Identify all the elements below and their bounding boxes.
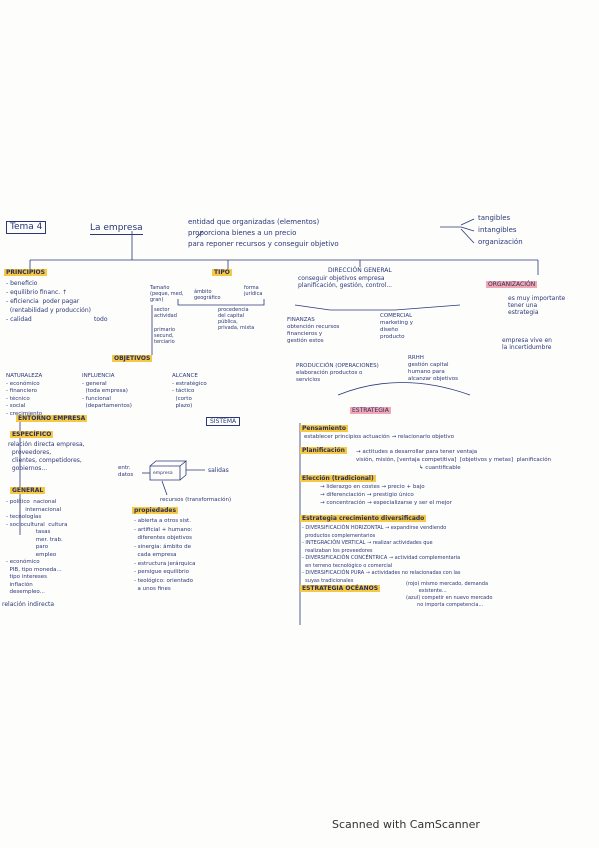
- sistema-salidas: salidas: [208, 467, 229, 474]
- objetivos-influencia: INFLUENCIA - general (toda empresa) - fu…: [82, 373, 132, 409]
- elemento-organizacion: organización: [478, 238, 523, 246]
- sistema-heading: SISTEMA: [206, 417, 241, 426]
- tema-label: Tema 4: [6, 221, 47, 234]
- tipo-ambito: ámbito geográfico: [194, 289, 221, 301]
- organizacion-desc-2: empresa vive en la incertidumbre: [502, 337, 552, 351]
- sistema-entradas: entr. datos: [118, 465, 134, 478]
- oceanos-heading: ESTRATEGIA OCÉANOS: [300, 585, 381, 592]
- propiedades-list: - abierta a otros sist. - artificial + h…: [134, 518, 196, 592]
- sistema-empresa: empresa: [153, 471, 173, 476]
- estrategia-pensamiento: Pensamiento: [300, 425, 348, 432]
- empresa-title: La empresa: [90, 223, 143, 235]
- objetivos-heading: OBJETIVOS: [112, 355, 153, 362]
- elemento-tangibles: tangibles: [478, 214, 511, 222]
- entorno-general: GENERAL: [10, 487, 46, 494]
- estrategia-planificacion: Planificación: [300, 447, 347, 454]
- entorno-general-desc: - político nacional internacional - tecn…: [6, 499, 68, 595]
- direccion-finanzas: FINANZAS obtención recursos financieros …: [287, 317, 340, 344]
- notes-sheet: Tema 4 La empresa entidad que organizada…: [0, 205, 599, 645]
- tipo-sector: sector actividad: [154, 307, 177, 319]
- tipo-tamano: Tamaño (peque, med, gran): [150, 285, 184, 303]
- tipo-forma: forma jurídica: [244, 285, 263, 297]
- objetivos-naturaleza: NATURALEZA - económico - financiero - té…: [6, 373, 43, 417]
- estrategia-pensamiento-desc: establecer principios actuación → relaci…: [304, 434, 454, 440]
- estrategia-planificacion-desc: → actitudes a desarrollar para tener ven…: [356, 449, 552, 471]
- direccion-produccion: PRODUCCIÓN (OPERACIONES) elaboración pro…: [296, 363, 379, 383]
- elemento-intangibles: intangibles: [478, 226, 517, 234]
- tipo-heading: TIPO: [212, 269, 232, 276]
- entorno-especifico-desc: relación directa empresa, proveedores, c…: [8, 441, 85, 472]
- entorno-heading: ENTORNO EMPRESA: [16, 415, 88, 422]
- direccion-desc: conseguir objetivos empresa planificació…: [298, 275, 393, 289]
- estrategia-eleccion: Elección (tradicional): [300, 475, 376, 482]
- tipo-primario: primario secund, terciario: [154, 327, 176, 345]
- principios-list: - beneficio - equilibrio financ. ↑ - efi…: [6, 280, 91, 323]
- entorno-especifico: ESPECÍFICO: [10, 431, 54, 438]
- crecimiento-list: - DIVERSIFICACIÓN HORIZONTAL → expandirs…: [302, 525, 461, 584]
- connector-lines: [19, 218, 539, 625]
- oceanos-desc: (rojo) mismo mercado, demanda existente.…: [406, 581, 493, 608]
- principios-heading: PRINCIPIOS: [4, 269, 47, 276]
- direccion-rrhh: RRHH gestión capital humano para alcanza…: [408, 355, 458, 382]
- crecimiento-heading: Estrategia crecimiento diversificado: [300, 515, 427, 522]
- organizacion-desc: es muy importante tener una estrategia: [508, 295, 566, 316]
- direccion-heading: DIRECCIÓN GENERAL: [328, 267, 392, 274]
- empresa-definition: entidad que organizadas (elementos) prop…: [188, 218, 339, 248]
- propiedades-heading: propiedades: [132, 507, 179, 514]
- scanner-watermark: Scanned with CamScanner: [332, 818, 480, 831]
- estrategia-heading: ESTRATEGIA: [350, 407, 391, 414]
- objetivos-alcance: ALCANCE - estratégico - táctico (corto p…: [172, 373, 207, 409]
- estrategia-eleccion-desc: → liderazgo en costes → precio + bajo → …: [320, 484, 452, 506]
- entorno-relacion: relación indirecta: [2, 601, 55, 608]
- direccion-comercial: COMERCIAL marketing y diseño producto: [380, 313, 414, 340]
- tipo-procedencia: procedencia del capital pública, privada…: [218, 307, 255, 331]
- sistema-recursos: recursos (transformación): [160, 497, 232, 503]
- organizacion-heading: ORGANIZACIÓN: [486, 281, 538, 288]
- principios-note: todo: [94, 316, 108, 323]
